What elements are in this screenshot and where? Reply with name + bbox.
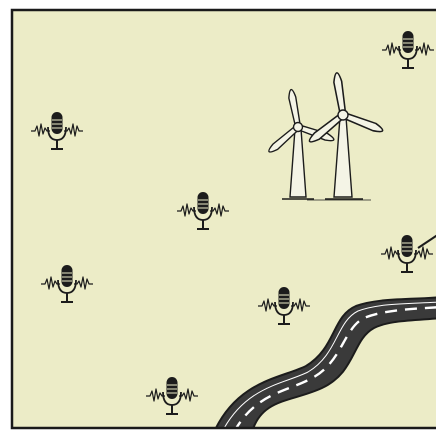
scene-background <box>12 10 436 428</box>
